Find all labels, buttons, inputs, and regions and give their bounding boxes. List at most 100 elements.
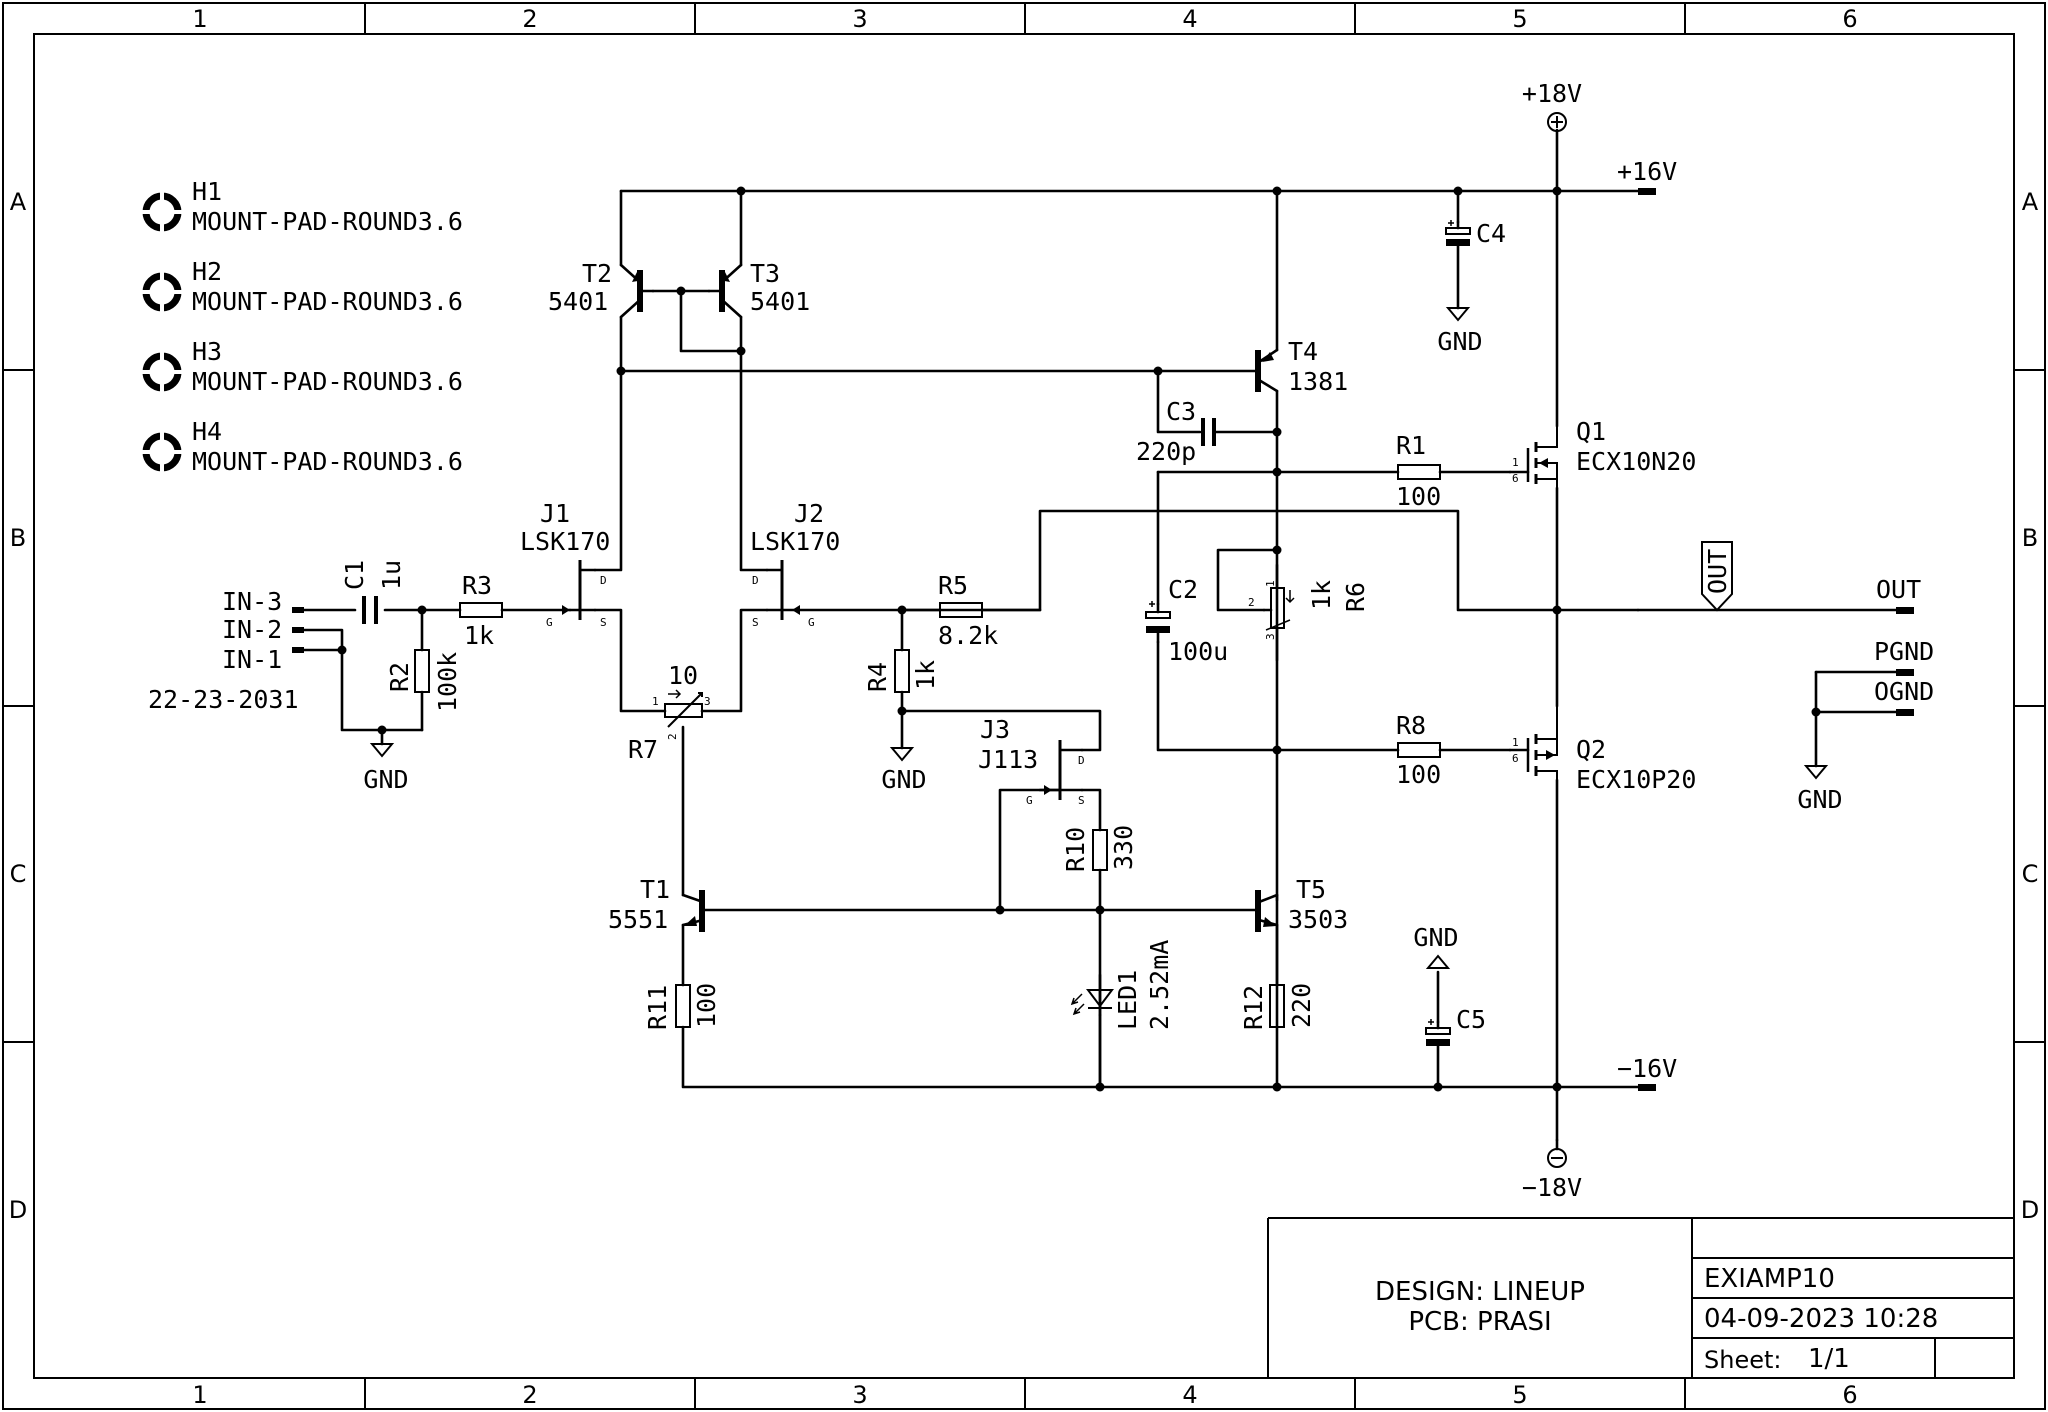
r4-ref: R4 bbox=[863, 662, 892, 692]
h4-value: MOUNT-PAD-ROUND3.6 bbox=[192, 447, 463, 476]
gnd-label-c4: GND bbox=[1437, 327, 1482, 356]
mount-hole-h2: H2 MOUNT-PAD-ROUND3.6 bbox=[142, 257, 463, 316]
j3-pin-d: D bbox=[1078, 754, 1085, 767]
r2-ref: R2 bbox=[385, 662, 414, 692]
net-label-out: OUT bbox=[1876, 575, 1921, 604]
row-label-b: B bbox=[10, 524, 26, 552]
mount-hole-h3: H3 MOUNT-PAD-ROUND3.6 bbox=[142, 337, 463, 396]
gnd-label-c5: GND bbox=[1413, 923, 1458, 952]
resistor-r12: R12 220 bbox=[1239, 983, 1316, 1030]
r12-value: 220 bbox=[1287, 983, 1316, 1028]
gnd-label-ognd: GND bbox=[1797, 785, 1842, 814]
jfet-j3: D S G J3 J113 bbox=[978, 715, 1085, 807]
net-label-m18: −18V bbox=[1522, 1173, 1582, 1202]
net-out: OUT bbox=[1876, 575, 1921, 614]
capacitor-c4: C4 bbox=[1445, 219, 1506, 248]
r6-pin2: 2 bbox=[1248, 596, 1255, 609]
resistor-r10: R10 330 bbox=[1061, 825, 1138, 872]
transistor-t5: T5 3503 bbox=[1255, 875, 1348, 934]
capacitor-c1: C1 1u bbox=[340, 560, 406, 624]
net-ognd: OGND bbox=[1874, 677, 1934, 716]
q2-pin-g: 1 bbox=[1512, 736, 1519, 749]
row-label-b-right: B bbox=[2022, 524, 2038, 552]
connector-pin-in2: IN-2 bbox=[222, 615, 282, 644]
h3-value: MOUNT-PAD-ROUND3.6 bbox=[192, 367, 463, 396]
led1-value: 2.52mA bbox=[1145, 940, 1174, 1030]
c5-ref: C5 bbox=[1456, 1005, 1486, 1034]
title-design: DESIGN: LINEUP bbox=[1375, 1277, 1585, 1307]
j2-value: LSK170 bbox=[750, 527, 840, 556]
r11-ref: R11 bbox=[643, 985, 672, 1030]
input-connector: IN-3 IN-2 IN-1 22-23-2031 bbox=[148, 587, 344, 714]
q1-pin-g: 1 bbox=[1512, 456, 1519, 469]
t3-value: 5401 bbox=[750, 287, 810, 316]
t2-value: 5401 bbox=[548, 287, 608, 316]
j2-pin-s: S bbox=[752, 616, 759, 629]
jfet-j1: D S G J1 LSK170 bbox=[520, 499, 610, 629]
mosfet-q1: 1 6 Q1 ECX10N20 bbox=[1508, 417, 1696, 488]
net-label-p18: +18V bbox=[1522, 79, 1582, 108]
net-label-p16: +16V bbox=[1617, 157, 1677, 186]
c1-value: 1u bbox=[377, 560, 406, 590]
t1-value: 5551 bbox=[608, 905, 668, 934]
q2-value: ECX10P20 bbox=[1576, 765, 1696, 794]
row-label-c-right: C bbox=[2022, 860, 2039, 888]
title-name: EXIAMP10 bbox=[1704, 1264, 1835, 1294]
mount-hole-h4: H4 MOUNT-PAD-ROUND3.6 bbox=[142, 417, 463, 476]
r4-value: 1k bbox=[911, 660, 940, 690]
connector-pin-in1: IN-1 bbox=[222, 645, 282, 674]
net-label-pgnd: PGND bbox=[1874, 637, 1934, 666]
resistor-r8: R8 100 bbox=[1396, 711, 1441, 789]
row-label-d: D bbox=[9, 1196, 27, 1224]
resistor-r3: R3 1k bbox=[459, 571, 503, 650]
resistor-r4: R4 1k bbox=[863, 649, 940, 693]
out-flag-text: OUT bbox=[1703, 549, 1732, 594]
col-label-2-bottom: 2 bbox=[522, 1381, 537, 1409]
r3-value: 1k bbox=[464, 621, 494, 650]
row-label-c: C bbox=[10, 860, 27, 888]
col-label-1-bottom: 1 bbox=[192, 1381, 207, 1409]
r7-value: 10 bbox=[668, 661, 698, 690]
r1-value: 100 bbox=[1396, 482, 1441, 511]
title-block: DESIGN: LINEUP PCB: PRASI EXIAMP10 04-09… bbox=[1267, 1217, 2014, 1378]
t4-ref: T4 bbox=[1288, 337, 1318, 366]
c3-ref: C3 bbox=[1166, 397, 1196, 426]
t4-value: 1381 bbox=[1288, 367, 1348, 396]
col-label-1: 1 bbox=[192, 5, 207, 33]
transistor-t1: T1 5551 bbox=[608, 875, 705, 934]
r7-ref: R7 bbox=[628, 735, 658, 764]
title-sheet-label: Sheet: bbox=[1704, 1346, 1781, 1374]
t1-ref: T1 bbox=[640, 875, 670, 904]
j2-ref: J2 bbox=[794, 499, 824, 528]
c2-value: 100u bbox=[1168, 637, 1228, 666]
q1-pin-g6: 6 bbox=[1512, 472, 1519, 485]
gnd-label-r4: GND bbox=[881, 765, 926, 794]
h4-ref: H4 bbox=[192, 417, 222, 446]
r5-value: 8.2k bbox=[938, 621, 998, 650]
title-pcb: PCB: PRASI bbox=[1408, 1307, 1551, 1337]
gnd-symbol-r4: GND bbox=[881, 747, 927, 794]
jfet-j2: D S G J2 LSK170 bbox=[750, 499, 840, 629]
connector-part: 22-23-2031 bbox=[148, 685, 299, 714]
t3-ref: T3 bbox=[750, 259, 780, 288]
junction-dots bbox=[337, 186, 1821, 1092]
r7-pin2: 2 bbox=[666, 733, 679, 740]
resistor-r2: R2 100k bbox=[385, 649, 462, 712]
c2-ref: C2 bbox=[1168, 575, 1198, 604]
r5-ref: R5 bbox=[938, 571, 968, 600]
power-plus18v: +18V bbox=[1522, 79, 1582, 132]
q1-ref: Q1 bbox=[1576, 417, 1606, 446]
led-led1: LED1 2.52mA bbox=[1070, 940, 1174, 1089]
connector-pin-in3: IN-3 bbox=[222, 587, 282, 616]
r1-ref: R1 bbox=[1396, 431, 1426, 460]
r8-value: 100 bbox=[1396, 760, 1441, 789]
resistor-r11: R11 100 bbox=[643, 983, 721, 1030]
col-label-3: 3 bbox=[852, 5, 867, 33]
resistor-r5: R5 8.2k bbox=[938, 571, 998, 650]
col-label-5-bottom: 5 bbox=[1512, 1381, 1527, 1409]
q2-pin-g6: 6 bbox=[1512, 752, 1519, 765]
capacitor-c5: C5 bbox=[1425, 1005, 1486, 1046]
mount-hole-h1: H1 MOUNT-PAD-ROUND3.6 bbox=[142, 177, 463, 236]
